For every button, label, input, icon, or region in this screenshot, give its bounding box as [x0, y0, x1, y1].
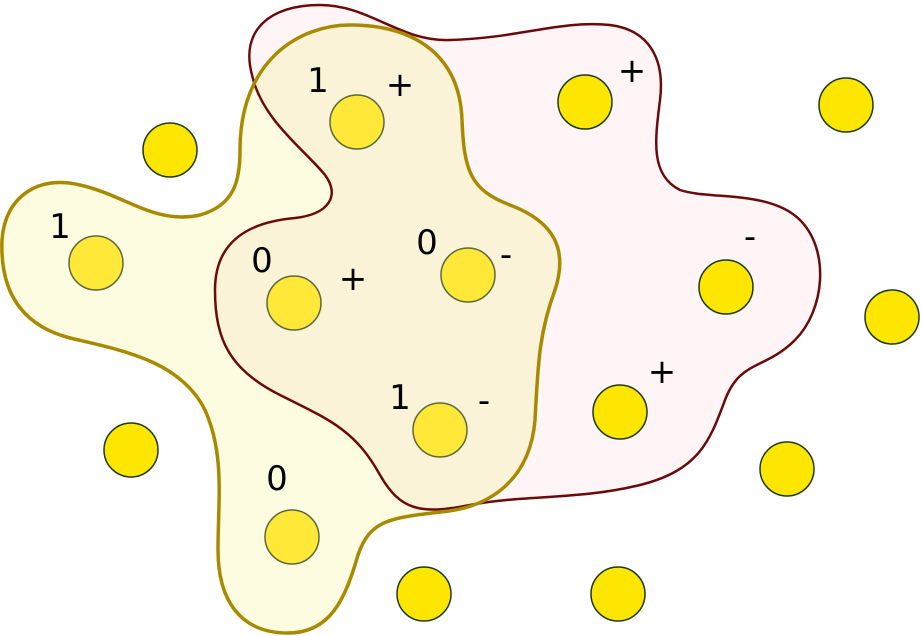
- point-p15: [396, 566, 452, 622]
- point-p8: [698, 259, 754, 315]
- point-p16: [590, 566, 646, 622]
- point-p4: [440, 247, 496, 303]
- label-number: 1: [49, 207, 71, 247]
- label-sign: -: [500, 235, 512, 275]
- point-p5: [412, 402, 468, 458]
- point-p12: [864, 289, 920, 345]
- label-sign: -: [478, 381, 490, 421]
- point-p10: [142, 122, 198, 178]
- points-inside: [68, 74, 754, 565]
- point-p3: [266, 275, 322, 331]
- label-sign: +: [386, 65, 415, 105]
- point-p13: [103, 422, 159, 478]
- points-outside: [103, 77, 920, 622]
- label-sign: -: [744, 217, 756, 257]
- label-number: 1: [389, 378, 411, 418]
- point-p11: [818, 77, 874, 133]
- labels: 1 + 1 0 + 0 - 1 - 0 + - +: [49, 51, 756, 499]
- point-p14: [759, 441, 815, 497]
- region-b-outline: [213, 3, 822, 511]
- point-p1: [329, 94, 385, 150]
- point-p7: [557, 74, 613, 130]
- label-number: 0: [416, 223, 438, 263]
- label-sign: +: [339, 259, 368, 299]
- point-p2: [68, 235, 124, 291]
- point-p6: [264, 509, 320, 565]
- label-number: 0: [266, 459, 288, 499]
- label-sign: +: [618, 51, 647, 91]
- point-p9: [592, 384, 648, 440]
- label-number: 1: [307, 61, 329, 101]
- label-sign: +: [648, 352, 677, 392]
- label-number: 0: [251, 241, 273, 281]
- region-a-outline: [0, 23, 562, 635]
